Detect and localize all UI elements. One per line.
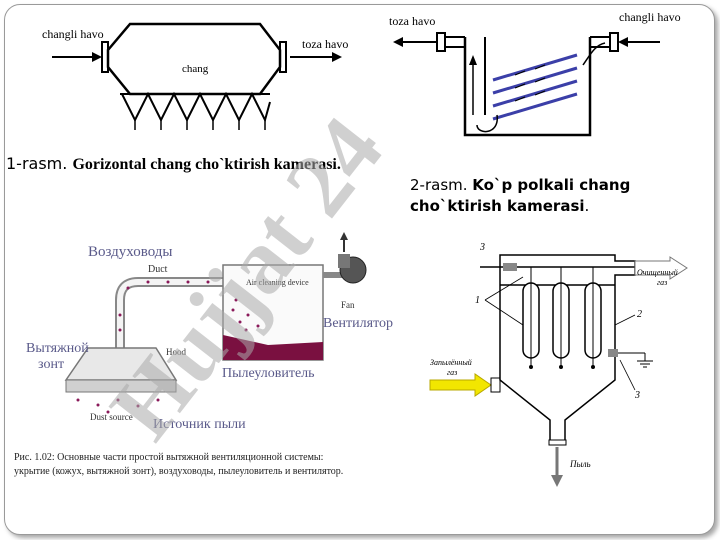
caption-1-text: Gorizontal chang cho`ktirish kamerasi. [72, 156, 341, 173]
fig3-fan-ru: Вентилятор [323, 316, 393, 331]
fig1-label-in: changli havo [42, 27, 104, 41]
fig4-dirty-gas-1: Запылённый [430, 358, 472, 367]
fig3-duct-en: Duct [148, 264, 168, 275]
fig4-label-3b: 3 [634, 390, 640, 401]
caption-1-number: 1-rasm. [6, 154, 73, 173]
fig4-clean-gas-1: Очищенный [637, 268, 678, 277]
fig4-dirty-gas-2: газ [447, 368, 457, 377]
fig3-hood-ru-1: Вытяжной [26, 341, 89, 356]
caption-figure-2: 2-rasm. Ko`p polkali chang cho`ktirish k… [410, 175, 710, 217]
figure-ventilation-system: Воздуховоды Duct Air cleaning device Fan… [14, 232, 393, 477]
fig3-hood-en: Hood [166, 347, 186, 357]
fig3-dust-source-en: Dust source [90, 412, 133, 422]
figure-horizontal-chamber: changli havo toza havo chang [42, 22, 348, 130]
fig4-dust: Пыль [569, 459, 591, 469]
fig3-collector-ru: Пылеуловитель [222, 366, 315, 381]
fig3-caption-line-1: Рис. 1.02: Основные части простой вытяжн… [14, 452, 323, 463]
caption-figure-1: 1-rasm. Gorizontal chang cho`ktirish kam… [6, 153, 346, 175]
figure-electrostatic-precipitator: 3 1 2 Очищенный газ 3 Запылённый газ Пыл… [429, 242, 688, 487]
figure-multishelf-chamber: toza havo changli havo [389, 10, 681, 137]
caption-2-text: Ko`p polkali chang cho`ktirish kamerasi [410, 176, 631, 215]
fig3-air-cleaning-en: Air cleaning device [246, 278, 309, 287]
fig4-label-1: 1 [475, 295, 480, 306]
fig1-label-out: toza havo [302, 37, 348, 51]
fig3-ducts-ru: Воздуховоды [88, 244, 172, 260]
fig1-label-body: chang [182, 63, 209, 75]
fig2-label-out: toza havo [389, 14, 435, 28]
fig2-label-in: changli havo [619, 10, 681, 24]
fig4-clean-gas-2: газ [657, 278, 667, 287]
fig3-caption-line-2: укрытие (кожух, вытяжной зонт), воздухов… [14, 466, 343, 477]
caption-2-number: 2-rasm. [410, 176, 473, 194]
fig3-hood-ru-2: зонт [38, 357, 64, 372]
fig4-label-2: 2 [637, 309, 642, 320]
fig4-label-3a: 3 [479, 242, 485, 253]
fig3-fan-en: Fan [341, 300, 355, 310]
caption-2-tail: . [584, 197, 590, 215]
fig3-dust-source-ru: Источник пыли [153, 417, 246, 432]
